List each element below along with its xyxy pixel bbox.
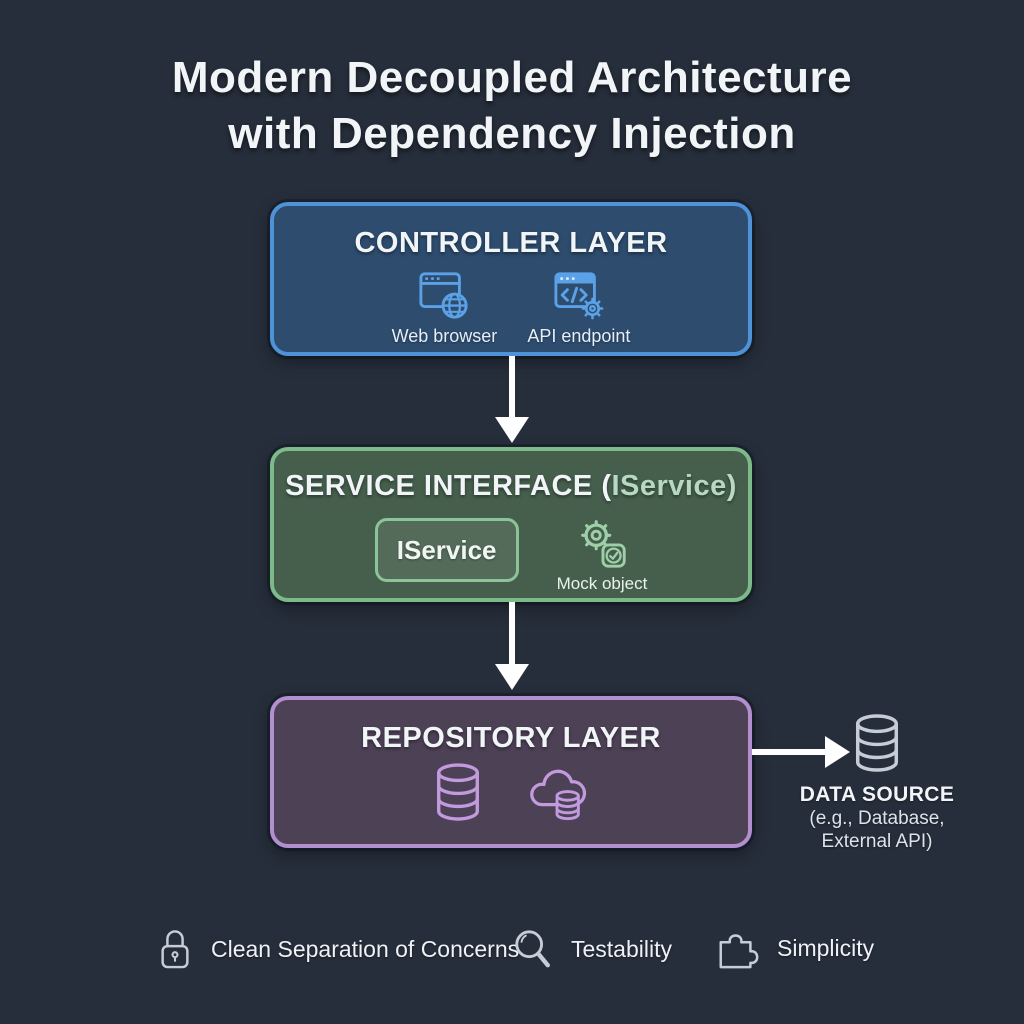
data-source-title: DATA SOURCE bbox=[799, 783, 955, 806]
arrow-repository-to-datasource-head bbox=[825, 736, 850, 768]
benefit-testability-label: Testability bbox=[571, 935, 672, 962]
web-browser-label: Web browser bbox=[391, 326, 498, 346]
data-source-database-icon bbox=[850, 712, 904, 774]
database-icon bbox=[431, 761, 485, 823]
benefit-simplicity-label: Simplicity bbox=[777, 934, 875, 961]
web-browser-icon bbox=[418, 269, 470, 321]
lock-icon bbox=[156, 926, 194, 972]
arrow-controller-to-service bbox=[509, 356, 515, 420]
service-content-row: IService bbox=[274, 518, 748, 594]
iservice-interface-box: IService bbox=[374, 518, 519, 582]
cloud-database-icon bbox=[525, 761, 591, 823]
service-interface-title: SERVICE INTERFACE (IService) bbox=[274, 470, 748, 503]
page-title: Modern Decoupled Architecture with Depen… bbox=[0, 50, 1024, 162]
magnifier-icon bbox=[512, 926, 554, 972]
api-endpoint-icon bbox=[553, 269, 605, 321]
repository-icon-row bbox=[274, 761, 748, 823]
controller-layer-title: CONTROLLER LAYER bbox=[354, 227, 668, 259]
puzzle-icon bbox=[714, 926, 760, 970]
web-browser-item: Web browser bbox=[391, 269, 498, 347]
service-title-suffix: ) bbox=[726, 470, 737, 502]
arrow-service-to-repository bbox=[509, 602, 515, 665]
gear-check-icon bbox=[573, 514, 631, 572]
page-title-line1: Modern Decoupled Architecture bbox=[171, 53, 853, 102]
api-endpoint-item: API endpoint bbox=[527, 269, 630, 347]
service-title-accent: IService bbox=[611, 470, 727, 502]
data-source-group: DATA SOURCE (e.g., Database, External AP… bbox=[797, 712, 957, 853]
repository-layer-title: REPOSITORY LAYER bbox=[361, 722, 661, 754]
repository-layer-box: REPOSITORY LAYER bbox=[270, 696, 752, 848]
arrow-service-to-repository-head bbox=[495, 664, 529, 690]
benefit-clean-separation: Clean Separation of Concerns bbox=[156, 926, 519, 972]
data-source-subtitle: (e.g., Database, External API) bbox=[809, 807, 944, 853]
data-source-subtitle-line1: (e.g., Database, bbox=[809, 808, 945, 829]
mock-object-label: Mock object bbox=[556, 574, 648, 593]
mock-object-item: Mock object bbox=[556, 514, 648, 594]
benefit-simplicity: Simplicity bbox=[714, 926, 874, 970]
controller-layer-box: CONTROLLER LAYER bbox=[270, 202, 752, 356]
iservice-label: IService bbox=[396, 534, 497, 565]
api-endpoint-label: API endpoint bbox=[527, 326, 631, 346]
arrow-controller-to-service-head bbox=[495, 417, 529, 443]
page-title-line2: with Dependency Injection bbox=[228, 109, 796, 158]
service-interface-box: SERVICE INTERFACE (IService) IService bbox=[270, 447, 752, 602]
benefit-testability: Testability bbox=[512, 926, 672, 972]
benefit-clean-separation-label: Clean Separation of Concerns bbox=[211, 935, 520, 962]
data-source-subtitle-line2: External API) bbox=[821, 831, 933, 852]
arrow-repository-to-datasource bbox=[752, 749, 827, 755]
service-title-prefix: SERVICE INTERFACE ( bbox=[285, 470, 612, 502]
controller-icon-row: Web browser bbox=[274, 269, 748, 347]
